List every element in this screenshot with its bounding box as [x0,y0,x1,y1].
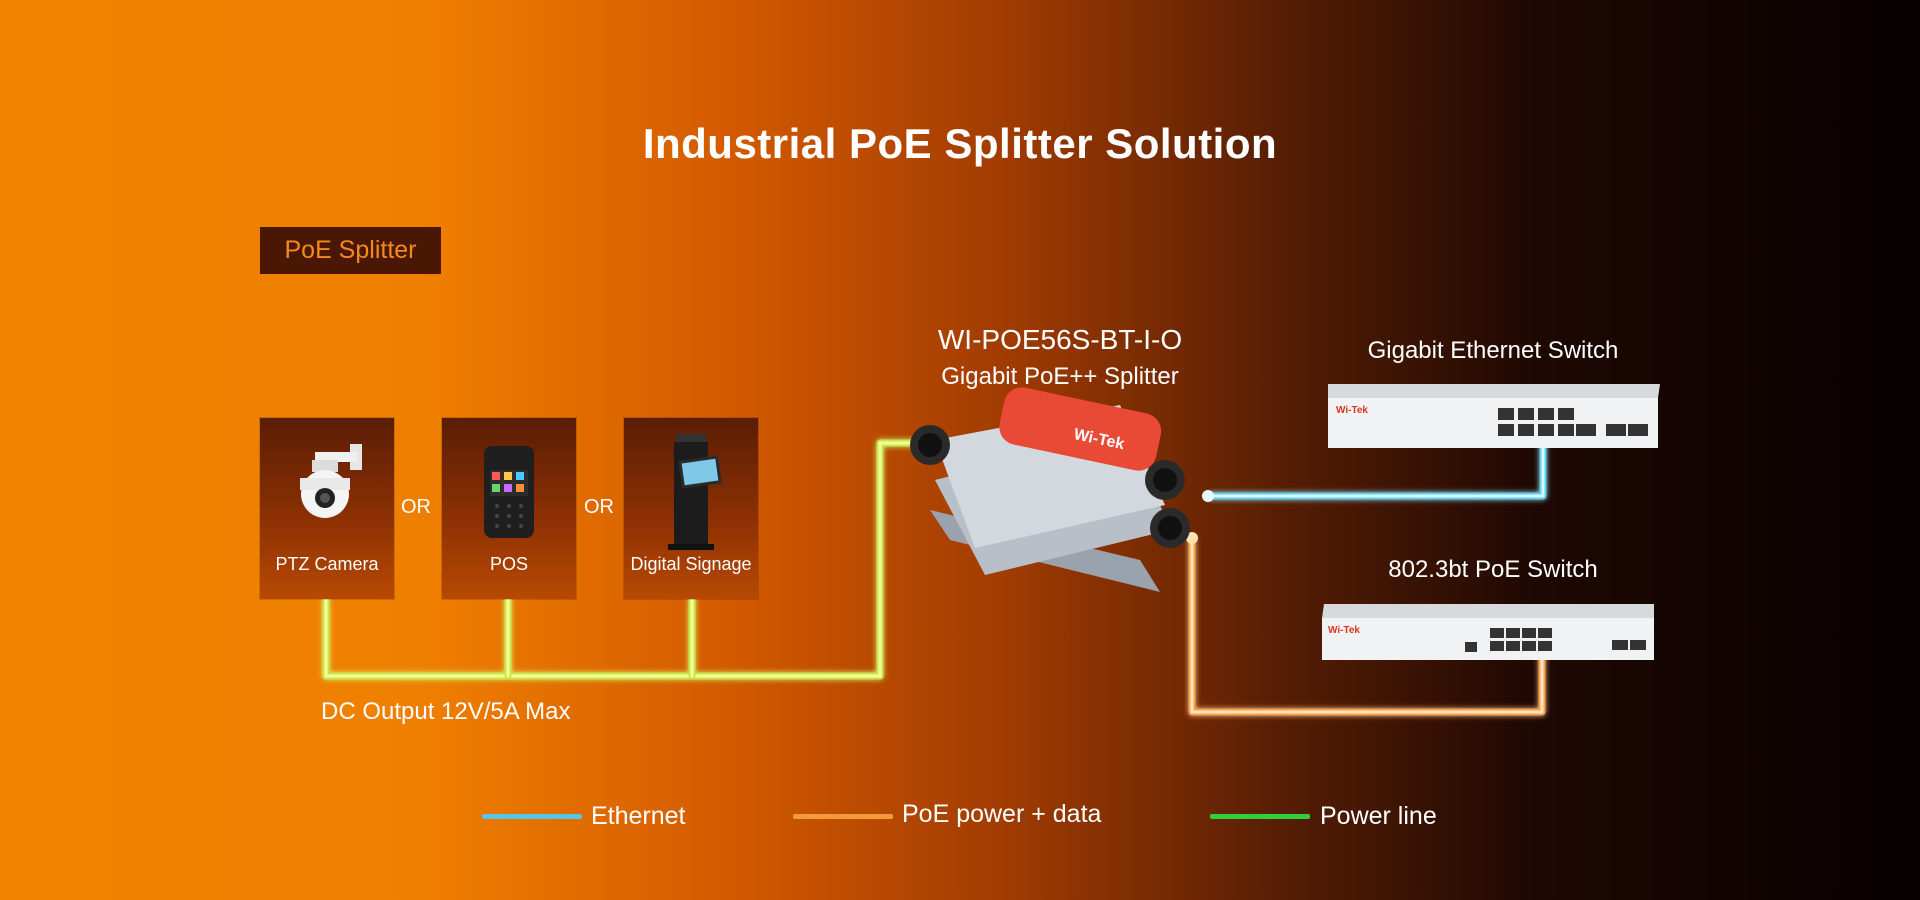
poe-switch-icon: Wi-Tek [1322,604,1654,660]
legend-power-label: Power line [1320,802,1437,830]
pos-terminal-icon [484,446,534,538]
legend-ethernet-swatch [482,814,582,819]
legend-power-swatch [1210,814,1310,819]
or-label: OR [401,496,431,518]
legend-poe-swatch [793,814,893,819]
device-box-digital-signage: Digital Signage [624,418,758,599]
or-label: OR [584,496,614,518]
splitter-model: WI-POE56S-BT-I-O [937,324,1183,355]
device-label-pos: POS [489,554,528,574]
device-box-ptz-camera: PTZ Camera [260,418,394,599]
gigabit-switch-icon: Wi-Tek [1328,384,1660,448]
device-label-digital-signage: Digital Signage [630,554,752,574]
legend-ethernet-label: Ethernet [591,802,686,830]
splitter-name: Gigabit PoE++ Splitter [941,363,1179,390]
poe-splitter-device-icon: Wi-Tek [910,387,1190,592]
switch2-brand: Wi-Tek [1328,625,1360,636]
poe-port-dot [1186,532,1198,544]
ethernet-port-dot [1202,490,1214,502]
digital-signage-icon [668,434,722,550]
switch-title-poe: 802.3bt PoE Switch [1388,556,1598,583]
switch1-brand: Wi-Tek [1336,405,1368,416]
page-title: Industrial PoE Splitter Solution [642,120,1278,167]
dc-output-label: DC Output 12V/5A Max [321,698,571,725]
poe-wire [1188,538,1546,716]
device-box-pos: POS [442,418,576,599]
legend-poe-label: PoE power + data [902,800,1102,828]
switch-title-gigabit: Gigabit Ethernet Switch [1367,337,1619,364]
power-line-wire [322,439,921,680]
poe-splitter-tag: PoE Splitter [260,227,441,274]
ptz-camera-icon [300,444,362,518]
device-label-ptz-camera: PTZ Camera [275,554,379,574]
